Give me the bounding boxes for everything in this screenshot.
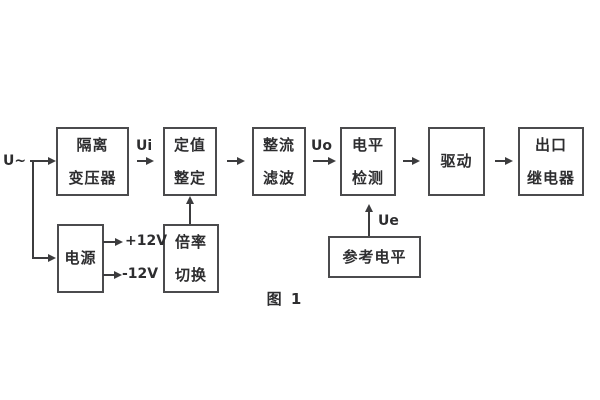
block-label: 整定 <box>173 168 206 187</box>
block-label: 继电器 <box>526 168 575 187</box>
arrow-right-icon <box>48 254 56 262</box>
arrow-right-icon <box>115 238 123 246</box>
block-label: 隔离 <box>76 135 109 154</box>
block-level-detection: 电平 检测 <box>340 127 396 196</box>
label-uo: Uo <box>311 138 332 154</box>
wire-input <box>30 160 49 162</box>
block-driver: 驱动 <box>428 127 485 196</box>
label-ue: Ue <box>378 213 399 229</box>
block-label: 出口 <box>534 135 567 154</box>
block-label: 切换 <box>174 265 207 284</box>
wire-rectifier-to-level <box>313 160 329 162</box>
label-input-voltage: U~ <box>3 153 27 169</box>
block-label: 电平 <box>351 135 384 154</box>
block-label: 整流 <box>262 135 295 154</box>
block-label: 参考电平 <box>342 247 407 266</box>
block-label: 定值 <box>173 135 206 154</box>
block-label: 滤波 <box>262 168 295 187</box>
arrow-right-icon <box>505 157 513 165</box>
block-label: 检测 <box>351 168 384 187</box>
block-label: 变压器 <box>68 168 117 187</box>
wire-minus12v <box>103 274 115 276</box>
label-plus12v: +12V <box>125 233 168 249</box>
arrow-right-icon <box>328 157 336 165</box>
wire-plus12v <box>103 241 116 243</box>
arrow-up-icon <box>186 196 194 204</box>
block-reference-level: 参考电平 <box>328 236 421 278</box>
arrow-right-icon <box>146 157 154 165</box>
wire-level-to-driver <box>403 160 413 162</box>
wire-driver-to-relay <box>495 160 506 162</box>
arrow-right-icon <box>48 157 56 165</box>
block-label: 倍率 <box>174 232 207 251</box>
figure-caption: 图 1 <box>266 290 304 308</box>
block-ratio-switch: 倍率 切换 <box>163 224 219 293</box>
block-power-supply: 电源 <box>57 224 104 293</box>
arrow-up-icon <box>365 204 373 212</box>
block-setting-adjustment: 定值 整定 <box>163 127 217 196</box>
wire-setting-to-rectifier <box>227 160 238 162</box>
block-label: 驱动 <box>440 152 473 170</box>
block-output-relay: 出口 继电器 <box>518 127 584 196</box>
arrow-right-icon <box>237 157 245 165</box>
block-label: 电源 <box>64 249 97 267</box>
arrow-right-icon <box>412 157 420 165</box>
wire-input-branch-horizontal <box>32 257 49 259</box>
label-ui: Ui <box>136 138 153 154</box>
arrow-right-icon <box>114 271 122 279</box>
wire-transformer-to-setting <box>137 160 147 162</box>
wire-reference-to-level <box>368 212 370 236</box>
wire-input-branch-vertical <box>32 161 34 259</box>
block-isolation-transformer: 隔离 变压器 <box>56 127 129 196</box>
label-minus12v: -12V <box>122 266 159 282</box>
wire-ratio-to-setting <box>189 204 191 224</box>
block-rectifier-filter: 整流 滤波 <box>252 127 306 196</box>
